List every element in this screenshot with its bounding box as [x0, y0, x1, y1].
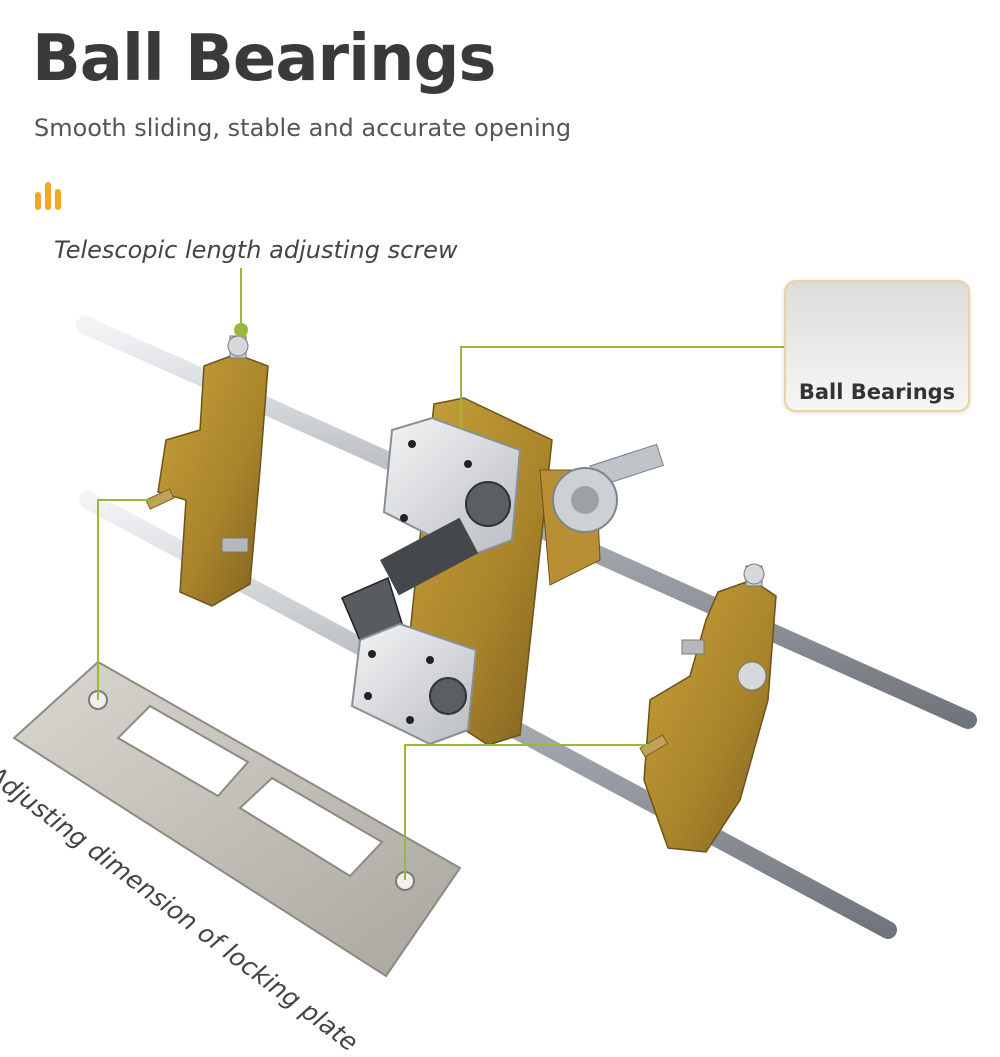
locking-plate — [12, 660, 462, 978]
screw-callout-label: Telescopic length adjusting screw — [54, 236, 458, 264]
left-end-bracket — [145, 335, 269, 607]
product-image: Ball Bearings Ball Bearings Smooth slidi… — [0, 22, 977, 1057]
callout-dots — [234, 323, 248, 337]
bar-chart-icon — [35, 182, 61, 210]
center-carriage — [341, 397, 665, 746]
inset-label: Ball Bearings — [798, 380, 956, 404]
page-subtitle: Smooth sliding, stable and accurate open… — [34, 114, 572, 142]
ball-bearing-inset: Ball Bearings — [784, 280, 970, 412]
right-end-bracket — [639, 563, 777, 853]
callout-lines — [97, 268, 784, 880]
jig-illustration — [12, 268, 977, 978]
page-title: Ball Bearings — [32, 22, 496, 96]
